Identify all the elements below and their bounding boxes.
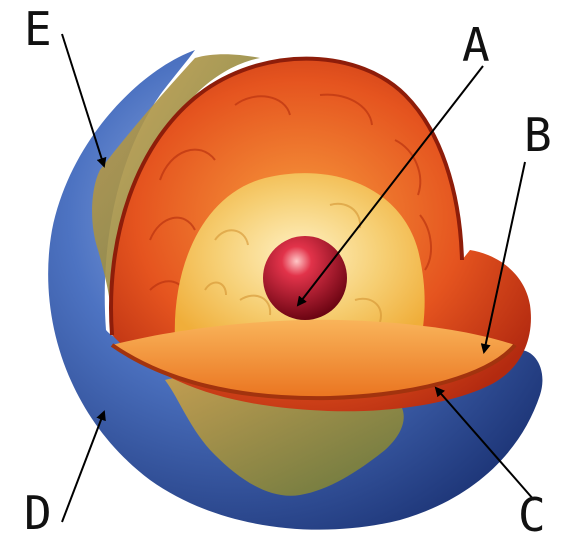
- label-e: E: [24, 6, 52, 52]
- pointer-d: [62, 412, 104, 522]
- label-b: B: [524, 112, 552, 158]
- label-c: C: [518, 492, 546, 538]
- inner-core: [263, 236, 347, 320]
- label-a: A: [462, 22, 490, 68]
- pointer-e: [62, 34, 104, 166]
- label-d: D: [24, 490, 52, 536]
